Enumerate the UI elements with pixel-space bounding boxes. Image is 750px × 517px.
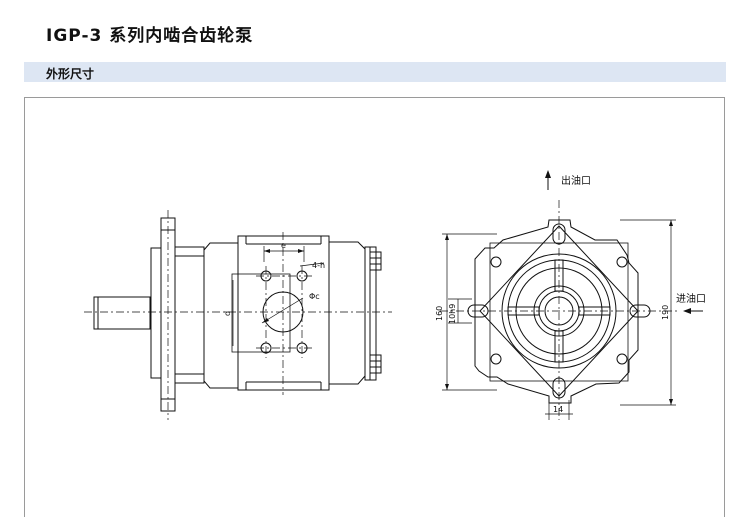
section-header-bar [24, 62, 726, 82]
section-title: 外形尺寸 [46, 67, 95, 81]
outlet-arrowhead [545, 170, 551, 178]
front-view-pump [467, 219, 651, 404]
side-view-dimensions [232, 246, 325, 346]
inlet-arrowhead [683, 308, 691, 314]
dim-14: 14 [553, 405, 563, 414]
dim-d: d [223, 311, 232, 316]
dim-190: 190 [661, 305, 670, 320]
page-title: IGP-3 系列内啮合齿轮泵 [46, 26, 254, 46]
drawing-frame [24, 97, 725, 517]
front-view-dimensions [442, 219, 676, 420]
outlet-label: 出油口 [561, 174, 591, 187]
front-view-centerlines [440, 200, 680, 420]
dim-4-h: 4-h [312, 261, 325, 270]
side-view-centerlines [84, 210, 392, 420]
dim-10h9: 10h9 [448, 304, 457, 324]
inlet-label: 进油口 [676, 292, 706, 305]
side-view-pump [93, 217, 382, 412]
dim-e: e [281, 241, 286, 250]
dim-160: 160 [435, 306, 444, 321]
dim-phi-c: Φc [309, 292, 320, 301]
